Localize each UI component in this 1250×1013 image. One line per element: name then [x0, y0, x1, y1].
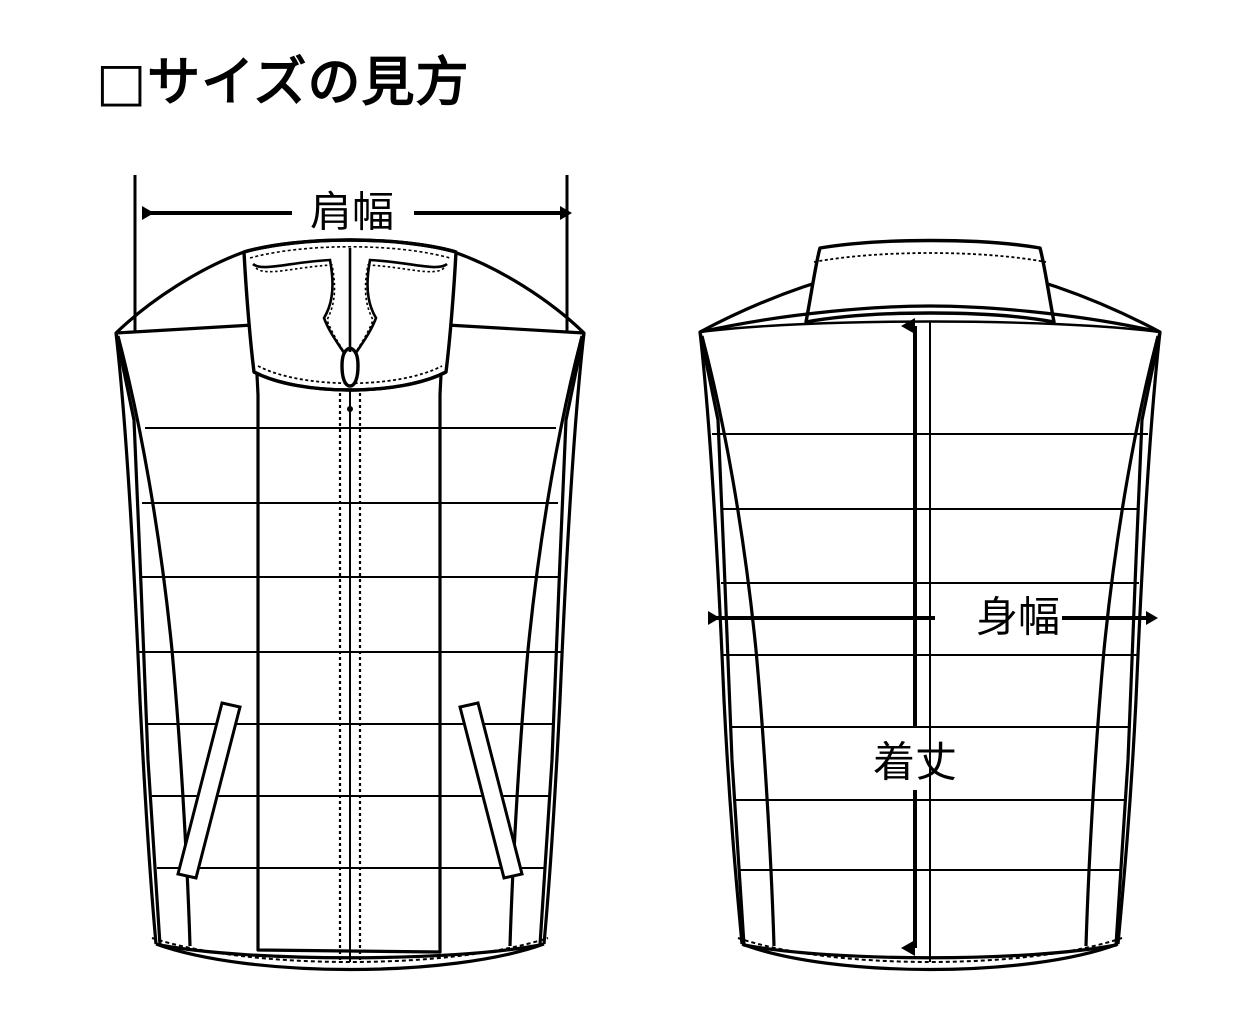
- back-collar: [804, 238, 1056, 324]
- back-collar-top-stitch: [813, 252, 1047, 263]
- front-collar-lining-right: [352, 258, 448, 357]
- front-collar-top-stitch: [249, 245, 451, 259]
- front-right-side-seam: [542, 332, 586, 945]
- front-collar-lining-left: [252, 258, 348, 357]
- back-neckline-edge: [699, 304, 1161, 334]
- shoulder-width-dimension: 肩幅: [133, 175, 572, 332]
- front-vest-illustration: [114, 238, 586, 972]
- front-hem-edge: [155, 942, 545, 972]
- page-title: □サイズの見方: [96, 52, 470, 113]
- front-left-pocket: [176, 701, 242, 880]
- front-collar-top-edge: [243, 238, 457, 254]
- shoulder-width-label: 肩幅: [310, 188, 394, 237]
- body-length-label: 着丈: [873, 738, 957, 787]
- front-collar-bottom-edge: [253, 370, 447, 392]
- back-hem-topstitch: [737, 937, 1123, 963]
- zipper-pull-icon: [340, 346, 360, 388]
- front-collar-lining-stitch: [255, 264, 349, 359]
- back-yoke-seam: [699, 320, 1161, 334]
- front-right-pocket: [458, 701, 524, 880]
- front-snap-dot: [347, 406, 353, 412]
- back-hem-edge: [741, 942, 1119, 972]
- back-left-side-seam: [698, 331, 744, 945]
- front-left-shoulder-seam: [115, 323, 254, 335]
- back-vest-illustration: [698, 238, 1162, 972]
- front-collar-lining-stitch-2: [351, 264, 445, 359]
- front-hem-topstitch: [151, 937, 549, 963]
- body-length-dimension: 着丈: [873, 318, 957, 956]
- back-right-side-seam: [1116, 331, 1162, 945]
- body-width-label: 身幅: [976, 593, 1060, 642]
- body-width-dimension: 身幅: [708, 593, 1158, 642]
- front-right-shoulder-seam: [446, 323, 585, 335]
- front-left-side-seam: [114, 332, 158, 945]
